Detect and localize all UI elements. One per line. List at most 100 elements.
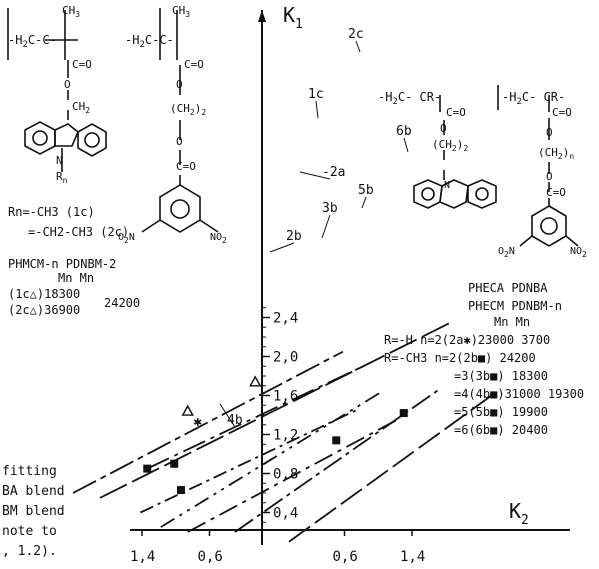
right-o-1: O [440,122,447,135]
label-leader [321,214,331,239]
series-label-2b: 2b [286,229,302,244]
co-label-1: C=O [72,58,92,71]
o2n-label-1: O2N [118,232,135,245]
o-label-3: O [176,135,183,148]
x-tick-label: 0,6 [198,549,223,565]
left-structure-drawing [7,8,219,233]
no2-label-1: NO2 [210,232,227,245]
series-line-1c [72,350,344,494]
right-ch2-1: (CH2)2 [432,138,468,153]
y-tick-label: 2,4 [273,311,298,327]
y-axis-arrow [258,10,266,22]
marker-square [399,409,408,418]
table2-r5: =5(5b■) 19900 [454,405,548,419]
label-leader [269,242,295,253]
table2-head2: PHECM PDNBM-n [468,299,562,313]
x-tick-label: 1,4 [130,549,155,565]
caption-3: BM blend [2,504,65,519]
o-label-1: O [64,78,71,91]
y-axis-title: K1 [283,3,303,32]
right-ch2n: (CH2)n [538,146,574,161]
series-line-3b [160,389,384,528]
y-tick-label: 0,4 [273,506,298,522]
caption-4: note to [2,524,57,539]
table2-r1: R=-H n=2(2a✱)23000 3700 [384,333,550,347]
label-leader [403,137,409,153]
right-o-2: O [546,126,553,139]
ch2n-label: (CH2)2 [170,102,206,117]
right-n: N [444,180,450,191]
series-line-6b [288,394,493,543]
table1-val: 24200 [104,296,140,310]
o2n-label-2: O2N [498,246,515,259]
series-line-2c [99,321,452,499]
marker-star: ✱ [194,414,203,430]
right-co-1: C=O [446,106,466,119]
left-formula-1: -H2C-C- [8,33,57,50]
series-label-5b: 5b [358,183,374,198]
x-axis-title: K2 [509,499,529,528]
y-tick-label: 2,0 [273,350,298,366]
axes: 0,4 0,8 1,2 1,6 2,0 2,4 1,4 0,6 0,6 1,4 [130,10,570,565]
right-formula-2: -H2C- CR- [502,90,565,107]
caption-2: BA blend [2,484,65,499]
table1-head: PHMCM-n PDNBM-2 [8,257,116,271]
right-formula-1: -H2C- CR- [378,90,441,107]
rn-def-1: Rn=-CH3 (1c) [8,205,95,219]
series-label-6b: 6b [396,124,412,139]
label-leader [315,100,319,119]
label-leader [219,403,236,428]
table1-row2: (2c△)36900 [8,303,80,317]
no2-label-2: NO2 [570,246,587,259]
series-line-5b [234,389,439,533]
marker-square [170,459,179,468]
rn-def-2: =-CH2-CH3 (2c) [28,225,129,239]
data-markers: ✱ [143,375,408,495]
table2-r6: =6(6b■) 20400 [454,423,548,437]
table1-mn: Mn Mn [58,271,94,285]
o-label-2: O [176,78,183,91]
label-leader [299,171,331,180]
x-tick-label: 0,6 [333,549,358,565]
y-tick-label: 1,6 [273,389,298,405]
right-o-3: O [546,170,553,183]
table2-head1: PHECA PDNBA [468,281,548,295]
ch3-label-1: CH3 [62,4,80,19]
marker-triangle [181,404,194,416]
right-structure-drawing [413,85,579,247]
table1-row1: (1c△)18300 [8,287,80,301]
marker-square [332,436,341,445]
series-label-3b: 3b [322,201,338,216]
right-co-2: C=O [552,106,572,119]
label-leader [355,40,361,53]
series-label-2a: -2a [322,165,345,180]
right-co-3: C=O [546,186,566,199]
caption-5: , 1.2). [2,544,57,559]
ch3-label-2: CH3 [172,4,190,19]
marker-square [143,464,152,473]
table2-r3: =3(3b■) 18300 [454,369,548,383]
marker-square [177,486,185,495]
y-tick-label: 1,2 [273,428,298,444]
y-tick-label: 0,8 [273,467,298,483]
caption-1: fitting [2,464,57,479]
table2-mn: Mn Mn [494,315,530,329]
series-label-4b: 4b [227,413,243,428]
n-label-left: N [56,154,63,167]
series-line-4b [187,419,398,533]
series-line-2b [140,409,357,514]
label-leader [361,196,367,209]
ch2-label-1: CH2 [72,100,90,115]
table2-r4: =4(4b■)31000 19300 [454,387,584,401]
series-labels: 1c 2c -2a 2b 3b 4b 5b 6b [219,27,412,428]
series-label-2c: 2c [348,27,364,42]
series-lines [72,321,493,543]
series-label-1c: 1c [308,87,324,102]
x-tick-label: 1,4 [400,549,425,565]
rn-label: Rn [56,170,68,185]
marker-triangle [249,375,262,387]
co-label-3: C=O [176,160,196,173]
table2-r2: R=-CH3 n=2(2b■) 24200 [384,351,536,365]
left-formula-2: -H2C-C- [125,33,174,50]
